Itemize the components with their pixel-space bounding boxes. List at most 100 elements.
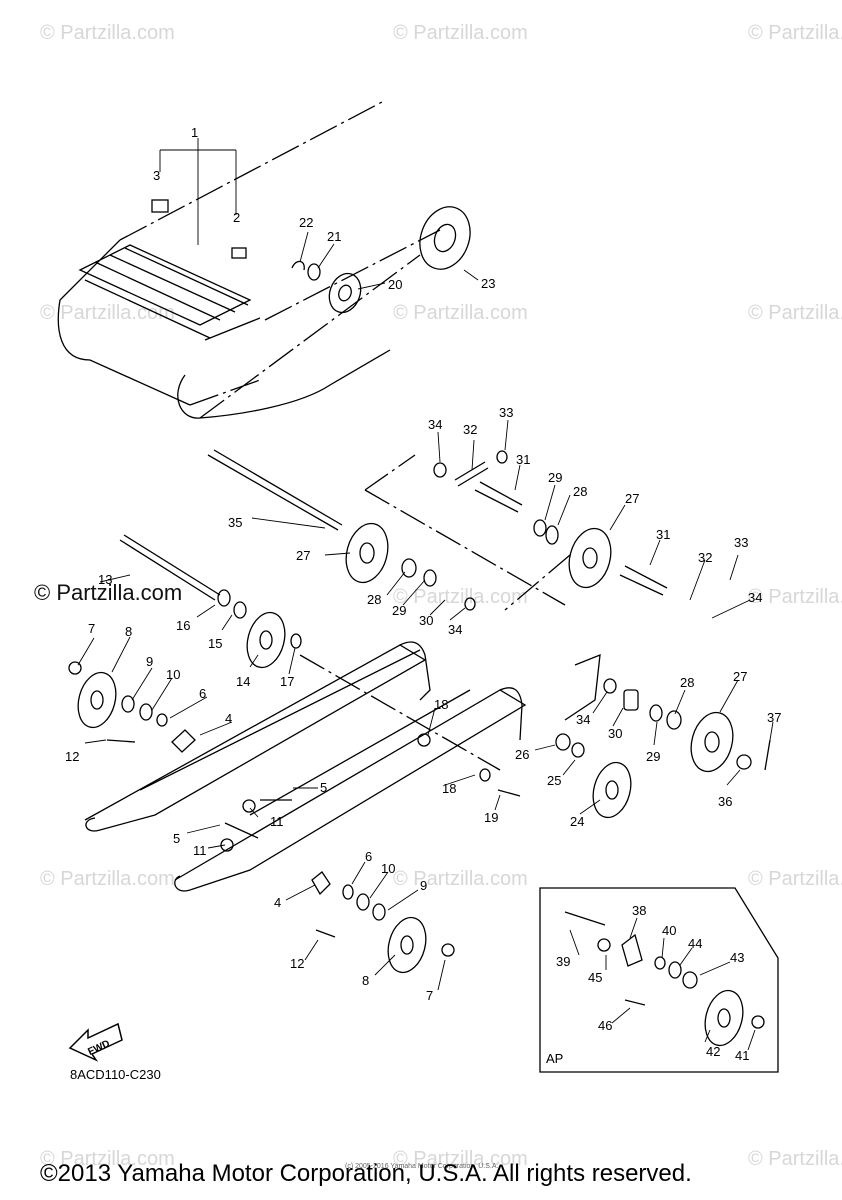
- watermark: © Partzilla.com: [748, 868, 842, 890]
- callout: 33: [734, 535, 748, 550]
- callout: 12: [290, 956, 304, 971]
- callout: 3: [153, 168, 160, 183]
- callout: 25: [547, 773, 561, 788]
- watermark-strong: © Partzilla.com: [34, 580, 183, 605]
- callout: 28: [680, 675, 694, 690]
- callout: 22: [299, 215, 313, 230]
- track-assembly: [57, 101, 441, 419]
- callout: 11: [270, 814, 284, 829]
- watermark: © Partzilla.com: [40, 22, 175, 44]
- callout: 18: [442, 781, 456, 796]
- callout: 30: [419, 613, 433, 628]
- callout: 29: [392, 603, 406, 618]
- watermark: © Partzilla.com: [393, 1148, 528, 1170]
- callout: 32: [463, 422, 477, 437]
- callout: 46: [598, 1018, 612, 1033]
- callout: 37: [767, 710, 781, 725]
- small-parts: [68, 450, 771, 957]
- callout: 2: [233, 210, 240, 225]
- callout: 44: [688, 936, 702, 951]
- callout: 45: [588, 970, 602, 985]
- callout: 7: [88, 621, 95, 636]
- callout-labels: 1 2 3 20 21 22 23 33 34 32 31 29 28 27 3…: [65, 125, 781, 1066]
- callout: 14: [236, 674, 250, 689]
- callout: 36: [718, 794, 732, 809]
- callout: 28: [367, 592, 381, 607]
- callout: 23: [481, 276, 495, 291]
- callout: 15: [208, 636, 222, 651]
- watermark: © Partzilla.com: [748, 22, 842, 44]
- upper-wheels: [151, 199, 471, 314]
- callout: 5: [173, 831, 180, 846]
- callout: 13: [98, 572, 112, 587]
- callout: 27: [625, 491, 639, 506]
- watermark: © Partzilla.com: [748, 586, 842, 608]
- watermark: © Partzilla.com: [393, 868, 528, 890]
- callout: 42: [706, 1044, 720, 1059]
- watermark: © Partzilla.com: [748, 1148, 842, 1170]
- fwd-label: FWD: [86, 1038, 111, 1058]
- callout: 34: [748, 590, 762, 605]
- watermark: © Partzilla.com: [748, 302, 842, 324]
- slide-rails: [84, 641, 601, 892]
- callout: 31: [656, 527, 670, 542]
- callout: 6: [365, 849, 372, 864]
- callout: 4: [225, 711, 232, 726]
- callout: 1: [191, 125, 198, 140]
- callout: 21: [327, 229, 341, 244]
- callout: 29: [548, 470, 562, 485]
- diagram-code: 8ACD110-C230: [70, 1067, 161, 1082]
- callout: 32: [698, 550, 712, 565]
- idler-wheels: [77, 522, 744, 1047]
- callout: 43: [730, 950, 744, 965]
- callout: 29: [646, 749, 660, 764]
- callout: 24: [570, 814, 584, 829]
- watermark: © Partzilla.com: [393, 586, 528, 608]
- callout: 39: [556, 954, 570, 969]
- callout: 20: [388, 277, 402, 292]
- callout: 8: [125, 624, 132, 639]
- fwd-arrow: [68, 1022, 123, 1062]
- callout: 34: [448, 622, 462, 637]
- callout: 9: [146, 654, 153, 669]
- copyright: ©2013 Yamaha Motor Corporation, U.S.A. A…: [40, 1160, 692, 1187]
- watermark: © Partzilla.com: [393, 302, 528, 324]
- callout: 35: [228, 515, 242, 530]
- callout: 40: [662, 923, 676, 938]
- shafts: [119, 449, 668, 601]
- watermark: © Partzilla.com: [40, 868, 175, 890]
- callout: 18: [434, 697, 448, 712]
- callout: 33: [499, 405, 513, 420]
- callout: 7: [426, 988, 433, 1003]
- inset-label: AP: [546, 1051, 563, 1066]
- callout: 17: [280, 674, 294, 689]
- tiny-copyright: (c) 2005-2016 Yamaha Motor Corporation, …: [345, 1163, 499, 1170]
- callout: 10: [166, 667, 180, 682]
- callout: 6: [199, 686, 206, 701]
- callout: 12: [65, 749, 79, 764]
- callout: 27: [296, 548, 310, 563]
- callout: 16: [176, 618, 190, 633]
- callout: 10: [381, 861, 395, 876]
- callout: 11: [193, 843, 207, 858]
- callout: 26: [515, 747, 529, 762]
- callout: 30: [608, 726, 622, 741]
- callout: 8: [362, 973, 369, 988]
- inset-box: [539, 887, 779, 1073]
- leader-lines: [77, 138, 774, 1051]
- callout: 4: [274, 895, 281, 910]
- callout: 38: [632, 903, 646, 918]
- callout: 34: [576, 712, 590, 727]
- callout: 41: [735, 1048, 749, 1063]
- callout: 34: [428, 417, 442, 432]
- callout: 9: [420, 878, 427, 893]
- callout: 27: [733, 669, 747, 684]
- watermark: © Partzilla.com: [40, 302, 175, 324]
- callout: 5: [320, 780, 327, 795]
- callout: 28: [573, 484, 587, 499]
- watermark: © Partzilla.com: [393, 22, 528, 44]
- watermark: © Partzilla.com: [40, 1148, 175, 1170]
- callout: 31: [516, 452, 530, 467]
